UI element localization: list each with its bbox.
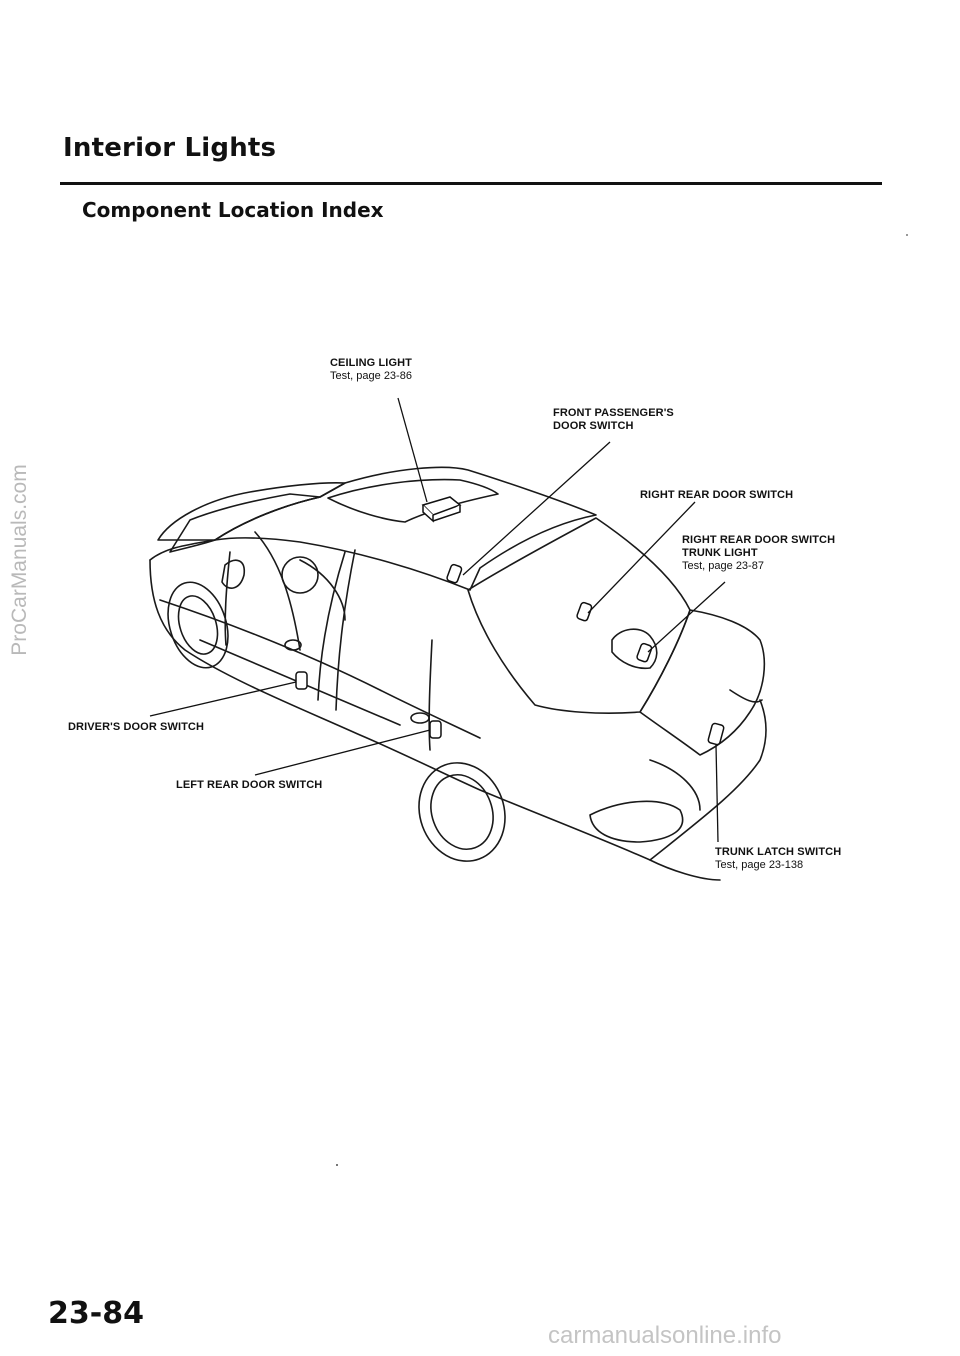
- front-passenger-door-switch-leader: [462, 441, 611, 576]
- callout-right-rear-door-switch-trunk-light: RIGHT REAR DOOR SWITCH TRUNK LIGHT Test,…: [682, 534, 836, 572]
- right-rear-door-switch-leader: [587, 501, 696, 614]
- car-trunk-light-fixture: [611, 628, 658, 670]
- page-number: 23-84: [48, 1296, 144, 1331]
- car-front-wheel: [167, 581, 229, 669]
- car-hood: [157, 482, 346, 541]
- callout-trunk-latch-switch: TRUNK LATCH SWITCH Test, page 23-138: [715, 846, 842, 871]
- right-rear-door-switch-marker: [576, 601, 593, 622]
- callout-left-rear-door-switch: LEFT REAR DOOR SWITCH: [176, 779, 323, 791]
- callout-ceiling-light: CEILING LIGHT Test, page 23-86: [330, 357, 412, 382]
- drivers-door-switch-marker: [295, 671, 308, 690]
- ceiling-light-leader: [397, 397, 428, 503]
- car-trunk-lid: [639, 609, 766, 756]
- car-tail-light: [729, 689, 763, 703]
- callout-front-passenger-door-switch: FRONT PASSENGER'S DOOR SWITCH: [553, 407, 674, 432]
- car-body-side: [149, 559, 767, 861]
- trunk-light-leader: [647, 581, 726, 653]
- car-roof: [214, 466, 597, 591]
- car-rear-bumper: [589, 800, 684, 843]
- page-title: Interior Lights: [63, 133, 277, 163]
- car-seat-headrest: [281, 556, 319, 594]
- trunk-latch-switch-leader: [715, 744, 719, 843]
- title-rule: [60, 182, 882, 185]
- scan-speck: [906, 234, 908, 236]
- section-title: Component Location Index: [82, 198, 384, 222]
- trunk-latch-switch-marker: [707, 722, 725, 746]
- drivers-door-switch-leader: [149, 681, 297, 717]
- car-side-mirror: [221, 559, 246, 589]
- trunk-light-marker: [636, 642, 653, 663]
- scan-speck: [336, 1164, 338, 1166]
- car-rear-wheel: [418, 762, 506, 862]
- callout-right-rear-door-switch: RIGHT REAR DOOR SWITCH: [640, 489, 794, 501]
- left-rear-door-switch-leader: [254, 729, 431, 776]
- callout-drivers-door-switch: DRIVER'S DOOR SWITCH: [68, 721, 205, 733]
- front-passenger-door-switch-marker: [446, 563, 463, 584]
- car-windshield: [169, 493, 321, 553]
- footer-watermark: carmanualsonline.info: [548, 1322, 782, 1349]
- left-rear-door-switch-marker: [429, 720, 442, 739]
- car-sunroof: [327, 478, 499, 523]
